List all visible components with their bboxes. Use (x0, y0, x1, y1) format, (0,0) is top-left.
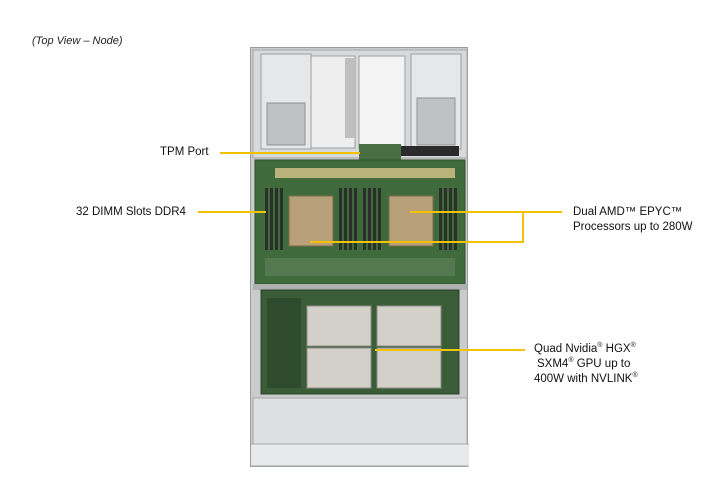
dimm-callout-line (198, 211, 266, 213)
tpm-board (359, 144, 401, 160)
registered-mark-4: ® (632, 372, 638, 380)
cpu-label-line1: Dual AMD™ EPYC™ (573, 206, 683, 218)
right-fan-grille (416, 97, 456, 146)
gpu-line2-text-b: GPU up to (573, 358, 631, 370)
gpu-line3-text: 400W with NVLINK (534, 373, 633, 385)
connector-strip (401, 146, 459, 156)
board-connectors (265, 258, 455, 276)
cpu-heatsink-left (288, 195, 334, 247)
registered-mark-1: ® (597, 342, 603, 350)
tpm-port-label: TPM Port (160, 146, 209, 158)
view-caption: (Top View – Node) (32, 35, 123, 47)
registered-mark-3: ® (568, 357, 574, 365)
front-panel (252, 397, 468, 445)
cpu-callout-line-drop (522, 211, 524, 243)
tpm-callout-line (220, 152, 360, 154)
cpu-label: Dual AMD™ EPYC™ Processors up to 280W (573, 205, 693, 235)
gpu-line1-text: Quad Nvidia (534, 343, 598, 355)
riser-bracket (345, 58, 355, 138)
cpu-label-line2: Processors up to 280W (573, 221, 693, 233)
dimm-slots-label: 32 DIMM Slots DDR4 (76, 206, 186, 218)
server-node-image (242, 47, 478, 467)
gpu-heatsink-1 (306, 305, 372, 347)
cpu-callout-line-main (410, 211, 562, 213)
front-handle (242, 443, 478, 467)
gpu-heatsink-2 (376, 305, 442, 347)
gpu-heatsink-4 (376, 347, 442, 389)
gpu-line1-text-b: HGX (602, 343, 631, 355)
gpu-heatsink-3 (306, 347, 372, 389)
dimm-bank-center (339, 188, 381, 250)
memory-connector-row (275, 168, 455, 178)
gpu-left-components (267, 298, 301, 388)
gpu-label-line2: SXM4® GPU up to (534, 357, 638, 372)
cpu-callout-line-bottom (310, 241, 524, 243)
chassis-divider (253, 284, 467, 290)
gpu-label: Quad Nvidia® HGX® SXM4® GPU up to 400W w… (534, 342, 638, 387)
riser-right (358, 55, 406, 149)
cpu-heatsink-right (388, 195, 434, 247)
gpu-line2-text: SXM4 (537, 358, 569, 370)
gpu-label-line3: 400W with NVLINK® (534, 372, 638, 387)
dimm-bank-right (439, 188, 457, 250)
gpu-callout-line (375, 349, 525, 351)
left-fan-grille (266, 102, 306, 146)
registered-mark-2: ® (630, 342, 636, 350)
gpu-label-line1: Quad Nvidia® HGX® (534, 342, 638, 357)
server-node-drawing (242, 49, 478, 467)
dimm-bank-left-1 (265, 188, 283, 250)
